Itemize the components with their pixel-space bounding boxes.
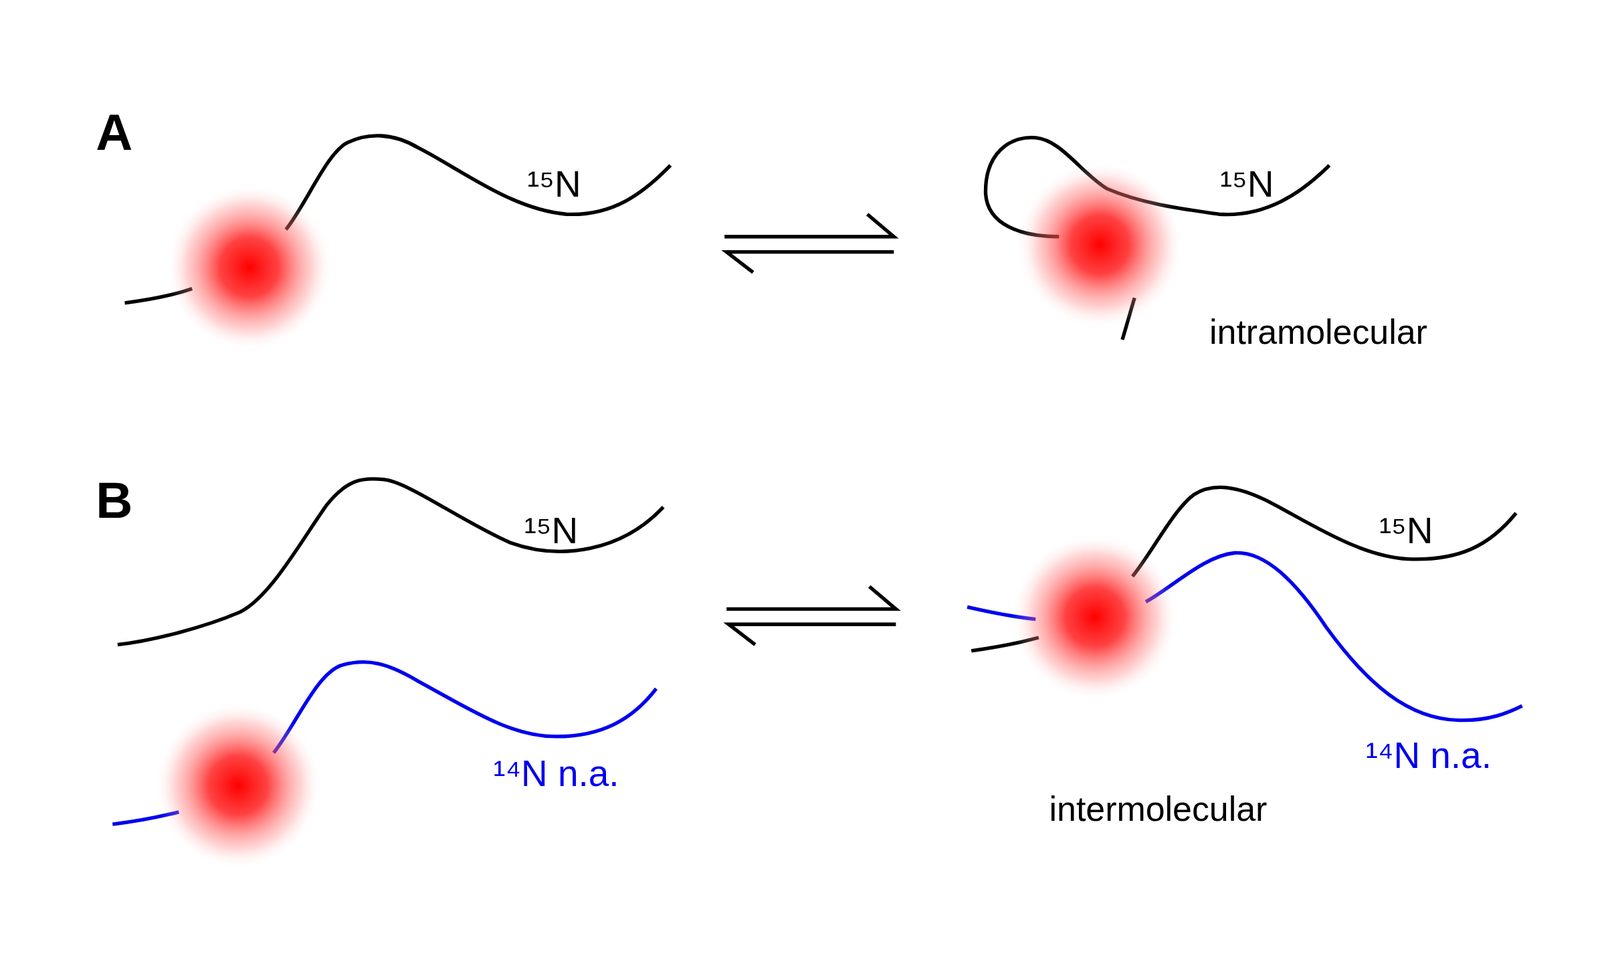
chain-15n [285, 135, 671, 230]
isotope-label: ¹⁴N n.a. [492, 755, 619, 792]
panel-letter: B [95, 474, 133, 526]
isotope-label: ¹⁴N n.a. [1365, 736, 1492, 774]
paramagnetic-tag [165, 183, 334, 351]
equilibrium-arrow [724, 214, 894, 237]
panel-letter: A [95, 107, 133, 158]
equilibrium-arrow [726, 252, 894, 273]
paramagnetic-tag [1011, 533, 1179, 702]
chain-14n [1145, 552, 1523, 720]
equilibrium-arrow [728, 624, 896, 645]
paramagnetic-tag [154, 701, 322, 869]
state-label: intermolecular [1049, 791, 1268, 827]
state-label: intramolecular [1209, 315, 1428, 350]
isotope-label: ¹⁵N [1220, 165, 1275, 203]
chain-15n [1132, 486, 1516, 576]
chain-14n [273, 662, 657, 754]
isotope-label: ¹⁵N [1379, 512, 1434, 550]
isotope-label: ¹⁵N [523, 512, 578, 550]
chain-15n [117, 478, 664, 645]
equilibrium-arrow [726, 586, 896, 610]
isotope-label: ¹⁵N [527, 165, 582, 203]
paramagnetic-tag [1016, 161, 1184, 329]
